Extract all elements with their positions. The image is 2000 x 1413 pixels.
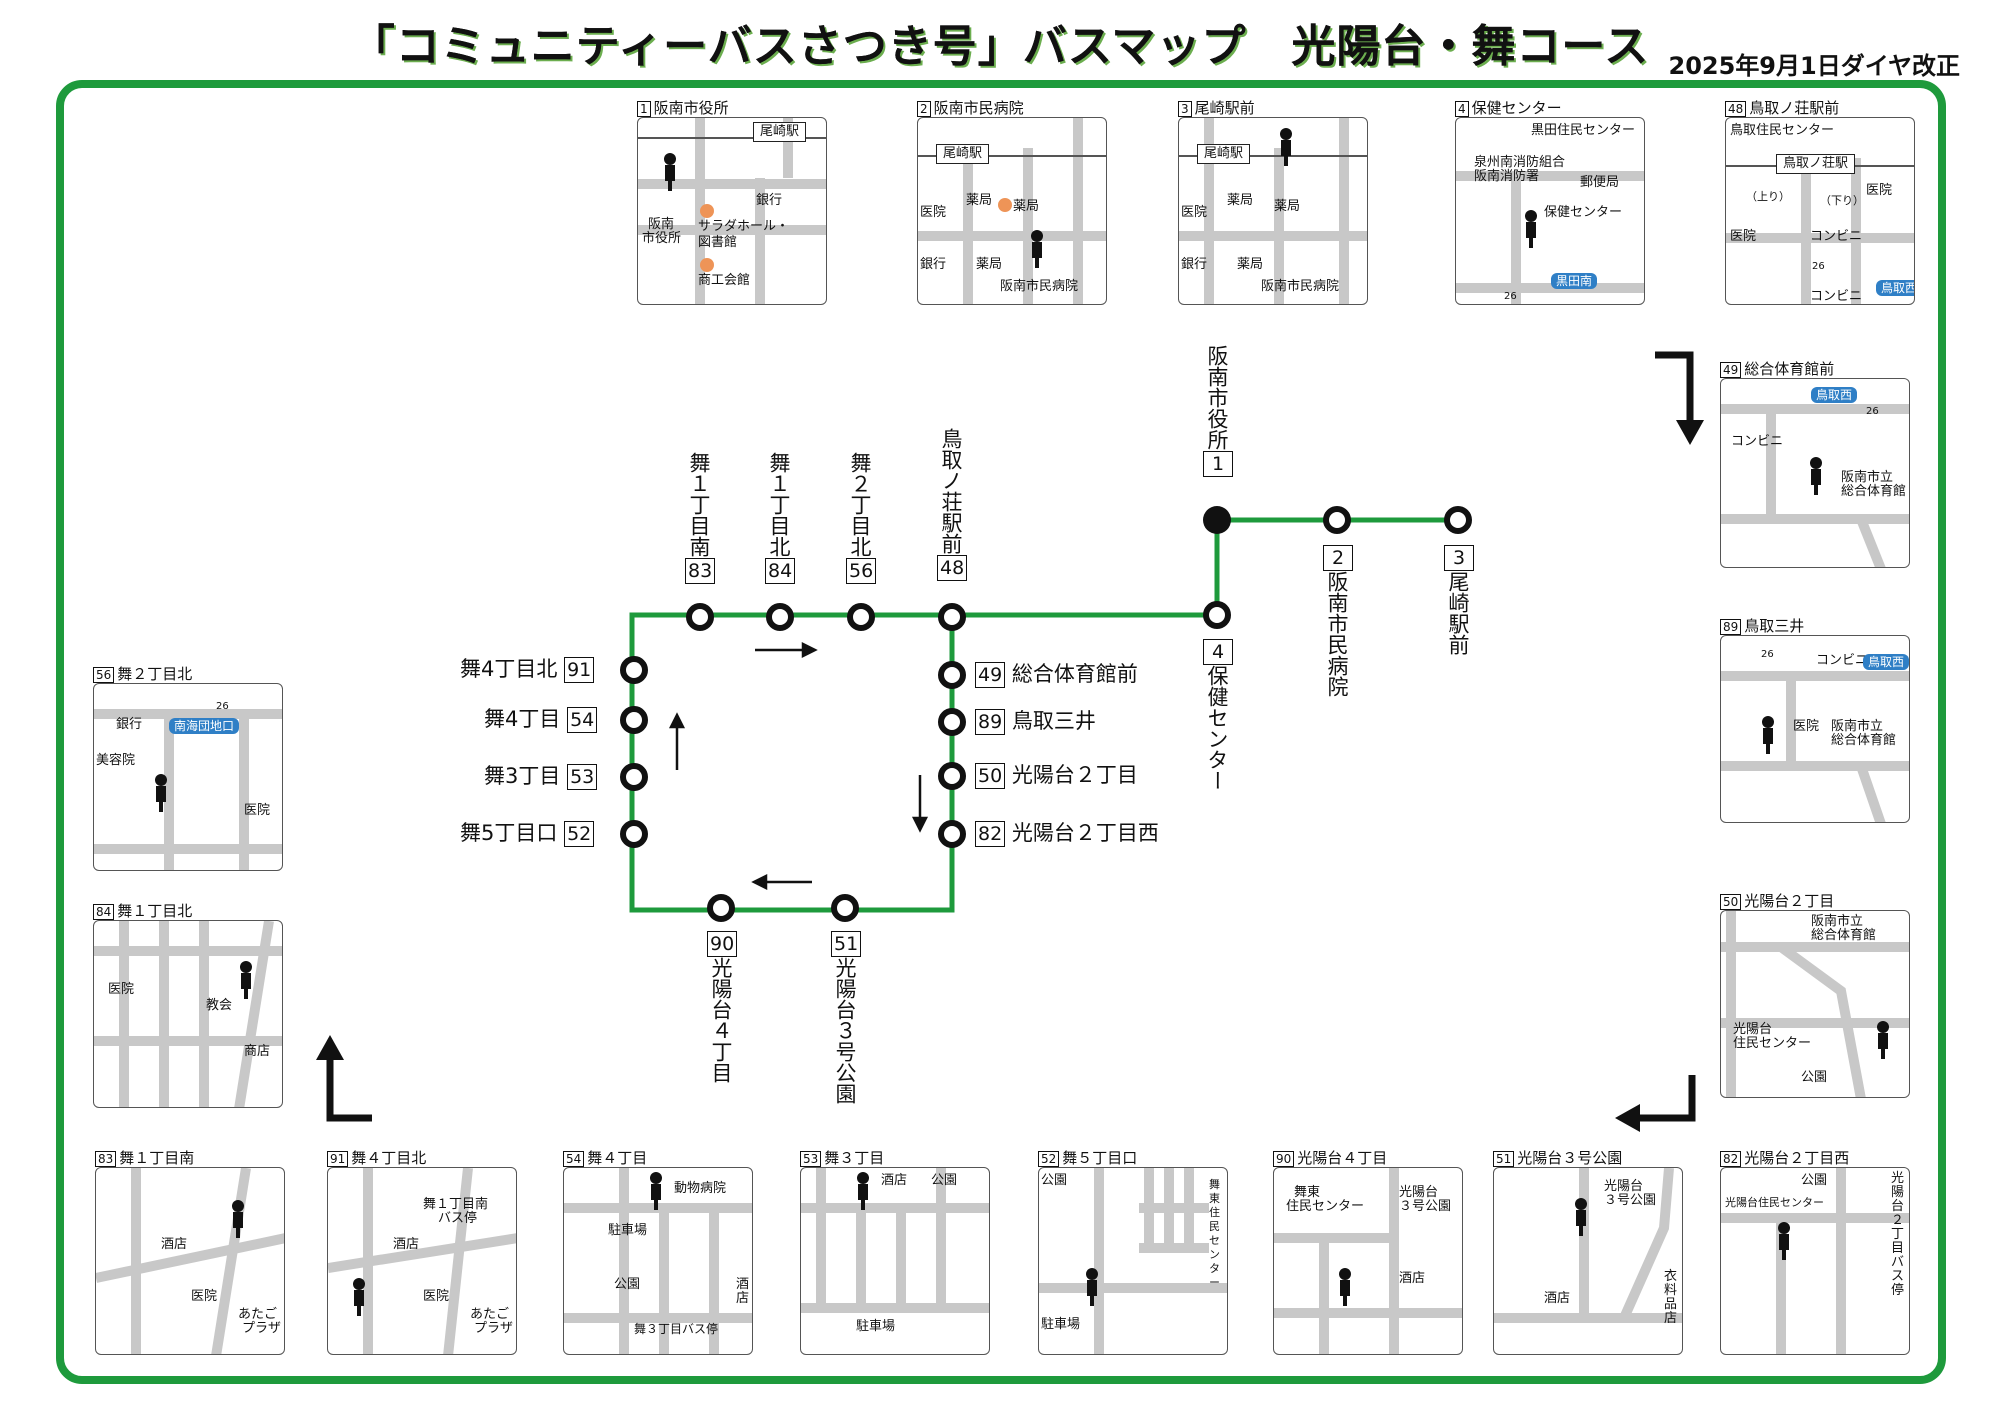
poi-icon [998, 198, 1012, 212]
map-frame [56, 80, 1946, 1384]
route-stop-90 [707, 894, 735, 922]
route-stop-49 [938, 661, 966, 689]
corner-arrow-left [1635, 1075, 1696, 1122]
route-label-49: 49 総合体育館前 [975, 661, 1138, 688]
station-badge: 黒田南 [1551, 273, 1598, 289]
route-stop-84 [766, 603, 794, 631]
station-badge: 鳥取西 [1863, 654, 1909, 670]
mini-map: 公園 舞東住民センター 駐車場 [1038, 1167, 1228, 1355]
route-stop-53 [620, 763, 648, 791]
route-label-82: 82 光陽台２丁目西 [975, 820, 1159, 847]
route-label-90: 90 光陽台４丁目 [707, 930, 738, 1083]
mini-map: 舞１丁目南 バス停 酒店 医院 あたご プラザ [327, 1167, 517, 1355]
arrow-north [668, 712, 686, 729]
station-badge: 鳥取西 [1876, 280, 1914, 296]
route-label-51: 51 光陽台３号公園 [831, 930, 862, 1104]
route-stop-52 [620, 820, 648, 848]
route-stop-89 [938, 708, 966, 736]
mini-map: 医院 教会 商店 [93, 920, 283, 1108]
mini-map: 銀行 南海団地口 美容院 医院 26 [93, 683, 283, 871]
route-label-83: 舞１丁目南 83 [685, 452, 716, 584]
route-label-91: 舞4丁目北 91 [460, 656, 595, 683]
station-label: 尾崎駅 [753, 122, 807, 142]
route-label-56: 舞２丁目北 56 [846, 452, 877, 584]
route-label-2: 2 阪南市民病院 [1323, 544, 1353, 697]
mini-map: 鳥取西 26 コンビニ 阪南市立 総合体育館 [1720, 378, 1910, 568]
mini-map: 鳥取住民センター 鳥取ノ荘駅 （上り） （下り） 医院 医院 コンビニ コンビニ… [1725, 117, 1915, 305]
mini-map: 尾崎駅 医院 薬局 薬局 銀行 薬局 阪南市民病院 [917, 117, 1107, 305]
mini-map: 酒店 医院 あたご プラザ [95, 1167, 285, 1355]
route-stop-91 [620, 656, 648, 684]
revision-date: 2025年9月1日ダイヤ改正 [1668, 52, 1960, 80]
mini-map: 動物病院 駐車場 公園 酒店 舞３丁目バス停 [563, 1167, 753, 1355]
route-label-48: 鳥取ノ荘駅前 48 [937, 428, 968, 581]
mini-map: 酒店 公園 駐車場 [800, 1167, 990, 1355]
arrow-west [751, 873, 768, 891]
direction-arrows [668, 641, 929, 891]
corner-arrow-up [326, 1055, 372, 1122]
mini-map: 尾崎駅 銀行 阪南 市役所 サラダホール・ 図書館 商工会館 [637, 117, 827, 305]
station-label: 尾崎駅 [1197, 144, 1251, 164]
route-stop-82 [938, 820, 966, 848]
route-stop-2 [1323, 506, 1351, 534]
route-stop-48 [938, 603, 966, 631]
mini-map: 阪南市立 総合体育館 光陽台 住民センター 公園 [1720, 910, 1910, 1098]
poi-icon [700, 204, 714, 218]
bus-stop-icon [663, 153, 677, 193]
route-label-53: 舞3丁目 53 [484, 763, 598, 790]
route-stop-83 [686, 603, 714, 631]
station-label: 尾崎駅 [936, 144, 990, 164]
station-badge: 南海団地口 [169, 718, 240, 734]
mini-map: 尾崎駅 医院 薬局 薬局 銀行 薬局 阪南市民病院 [1178, 117, 1368, 305]
route-label-89: 89 鳥取三井 [975, 708, 1096, 735]
mini-map: 光陽台 ３号公園 酒店 衣料品店 [1493, 1167, 1683, 1355]
station-badge: 鳥取西 [1811, 387, 1858, 403]
arrow-south [911, 816, 929, 833]
route-stop-51 [831, 894, 859, 922]
route-label-52: 舞5丁目口 52 [460, 820, 595, 847]
mini-map: 公園 光陽台住民センター 光陽台２丁目バス停 [1720, 1167, 1910, 1355]
mini-map: 黒田住民センター 泉州南消防組合 阪南消防署 郵便局 保健センター 黒田南 26 [1455, 117, 1645, 305]
route-label-1: 阪南市役所 1 [1203, 345, 1233, 477]
route-stop-50 [938, 762, 966, 790]
corner-arrow-down [1655, 351, 1694, 425]
page-title: 「コミュニティーバスさつき号」バスマップ 光陽台・舞コース [350, 21, 1650, 72]
arrow-east [801, 641, 818, 659]
route-label-54: 舞4丁目 54 [484, 706, 598, 733]
route-label-50: 50 光陽台２丁目 [975, 762, 1138, 789]
route-label-4: 4 保健センター [1203, 638, 1233, 791]
route-stop-4 [1203, 601, 1231, 629]
corner-arrows [326, 351, 1696, 1122]
station-label: 鳥取ノ荘駅 [1776, 154, 1856, 174]
route-stop-1 [1203, 506, 1231, 534]
route-stop-56 [847, 603, 875, 631]
route-stop-54 [620, 706, 648, 734]
poi-icon [700, 258, 714, 272]
mini-map: 舞東 住民センター 光陽台 ３号公園 酒店 [1273, 1167, 1463, 1355]
mini-map: 26 コンビニ 鳥取西 医院 阪南市立 総合体育館 [1720, 635, 1910, 823]
route-label-3: 3 尾崎駅前 [1444, 544, 1474, 655]
route-stop-3 [1444, 506, 1472, 534]
route-label-84: 舞１丁目北 84 [765, 452, 796, 584]
